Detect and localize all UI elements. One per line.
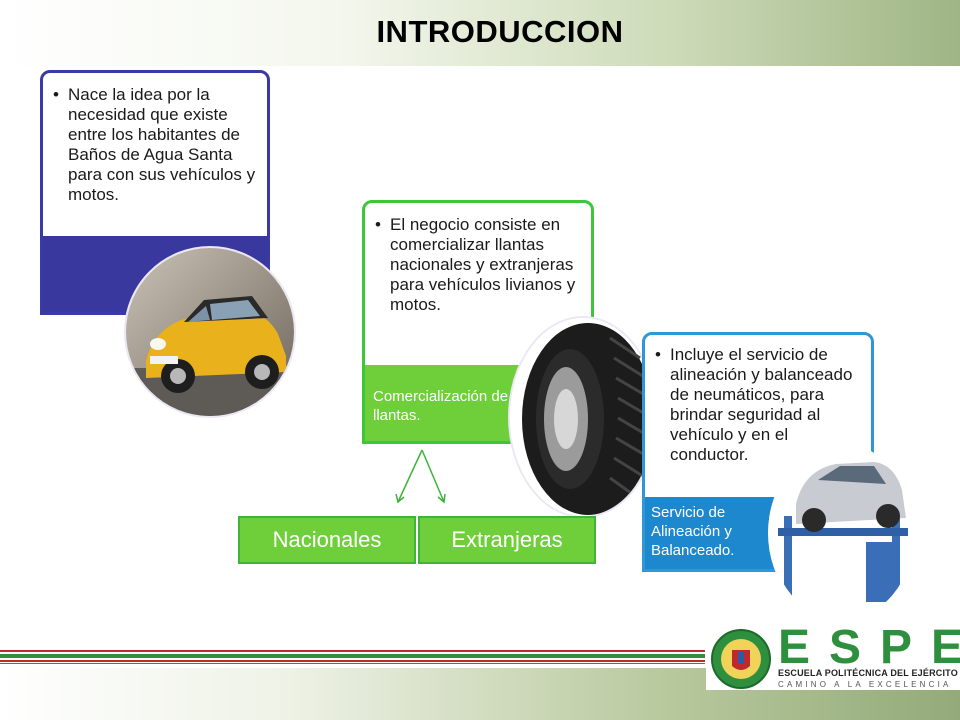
card-paragraph: Nace la idea por la necesidad que existe…: [68, 85, 256, 204]
slide-title: INTRODUCCION: [376, 14, 624, 49]
card-text: • Nace la idea por la necesidad que exis…: [53, 85, 266, 205]
extranjeras-box: Extranjeras: [418, 516, 596, 564]
card-text: • El negocio consiste en comercializar l…: [375, 215, 590, 315]
bullet-icon: •: [53, 85, 59, 104]
card-paragraph: Incluye el servicio de alineación y bala…: [670, 345, 853, 464]
title-bar: [0, 0, 960, 66]
university-seal-icon: [711, 629, 771, 689]
branch-arrows: [395, 449, 446, 504]
card-text: • Incluye el servicio de alineación y ba…: [655, 345, 870, 465]
card-paragraph: El negocio consiste en comercializar lla…: [390, 215, 576, 314]
footer-stripes: [0, 650, 705, 664]
school-name: ESCUELA POLITÉCNICA DEL EJÉRCITO: [778, 668, 958, 678]
bullet-icon: •: [375, 215, 381, 234]
car-lift-photo: [768, 444, 916, 622]
car-photo: [124, 246, 296, 418]
card-label: Comercialización de llantas.: [373, 388, 509, 424]
card-label: Servicio de Alineación y Balanceado.: [651, 504, 735, 559]
school-motto: CAMINO A LA EXCELENCIA: [778, 680, 952, 689]
tire-photo: [508, 316, 658, 518]
bullet-icon: •: [655, 345, 661, 364]
nacionales-box: Nacionales: [238, 516, 416, 564]
